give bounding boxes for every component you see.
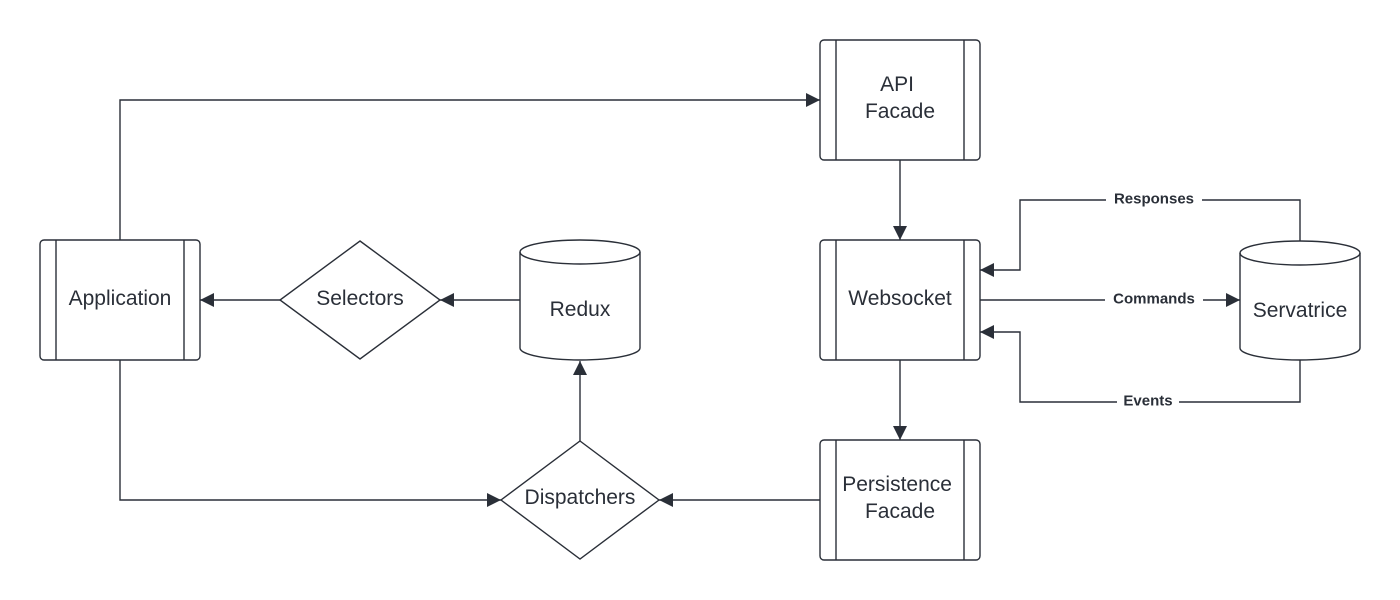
- node-persistence-facade[interactable]: Persistence Facade: [819, 439, 981, 561]
- node-label-api-facade: API Facade: [865, 73, 935, 123]
- node-label-selectors: Selectors: [316, 287, 404, 310]
- edge-label-commands: Commands: [1113, 291, 1195, 308]
- node-label-persistence-facade-line-1: Persistence: [842, 473, 952, 496]
- node-websocket[interactable]: Websocket: [819, 239, 981, 361]
- node-application[interactable]: Application: [39, 239, 201, 361]
- edge-servatrice-to-websocket-responses[interactable]: [980, 199, 1301, 277]
- node-label-redux: Redux: [550, 298, 611, 321]
- edge-application-to-dispatchers[interactable]: [119, 360, 501, 507]
- node-selectors[interactable]: Selectors: [278, 240, 442, 360]
- node-redux[interactable]: Redux: [519, 239, 641, 361]
- edge-label-responses: Responses: [1114, 191, 1194, 208]
- edge-label-events: Events: [1123, 393, 1172, 410]
- node-label-api-facade-line-1: API: [880, 73, 914, 96]
- edge-servatrice-to-websocket-events[interactable]: [980, 325, 1301, 403]
- node-label-persistence-facade-line-2: Facade: [865, 500, 935, 523]
- node-label-servatrice: Servatrice: [1253, 299, 1348, 322]
- edge-application-to-api-facade[interactable]: [119, 93, 820, 240]
- node-label-application: Application: [69, 287, 172, 310]
- node-label-websocket: Websocket: [848, 287, 952, 310]
- node-dispatchers[interactable]: Dispatchers: [499, 440, 661, 560]
- edge-labels: Responses Commands Events: [1105, 189, 1203, 411]
- node-api-facade[interactable]: API Facade: [819, 39, 981, 161]
- node-label-dispatchers: Dispatchers: [525, 486, 636, 509]
- node-label-api-facade-line-2: Facade: [865, 100, 935, 123]
- node-label-persistence-facade: Persistence Facade: [842, 473, 958, 523]
- node-servatrice[interactable]: Servatrice: [1239, 240, 1361, 361]
